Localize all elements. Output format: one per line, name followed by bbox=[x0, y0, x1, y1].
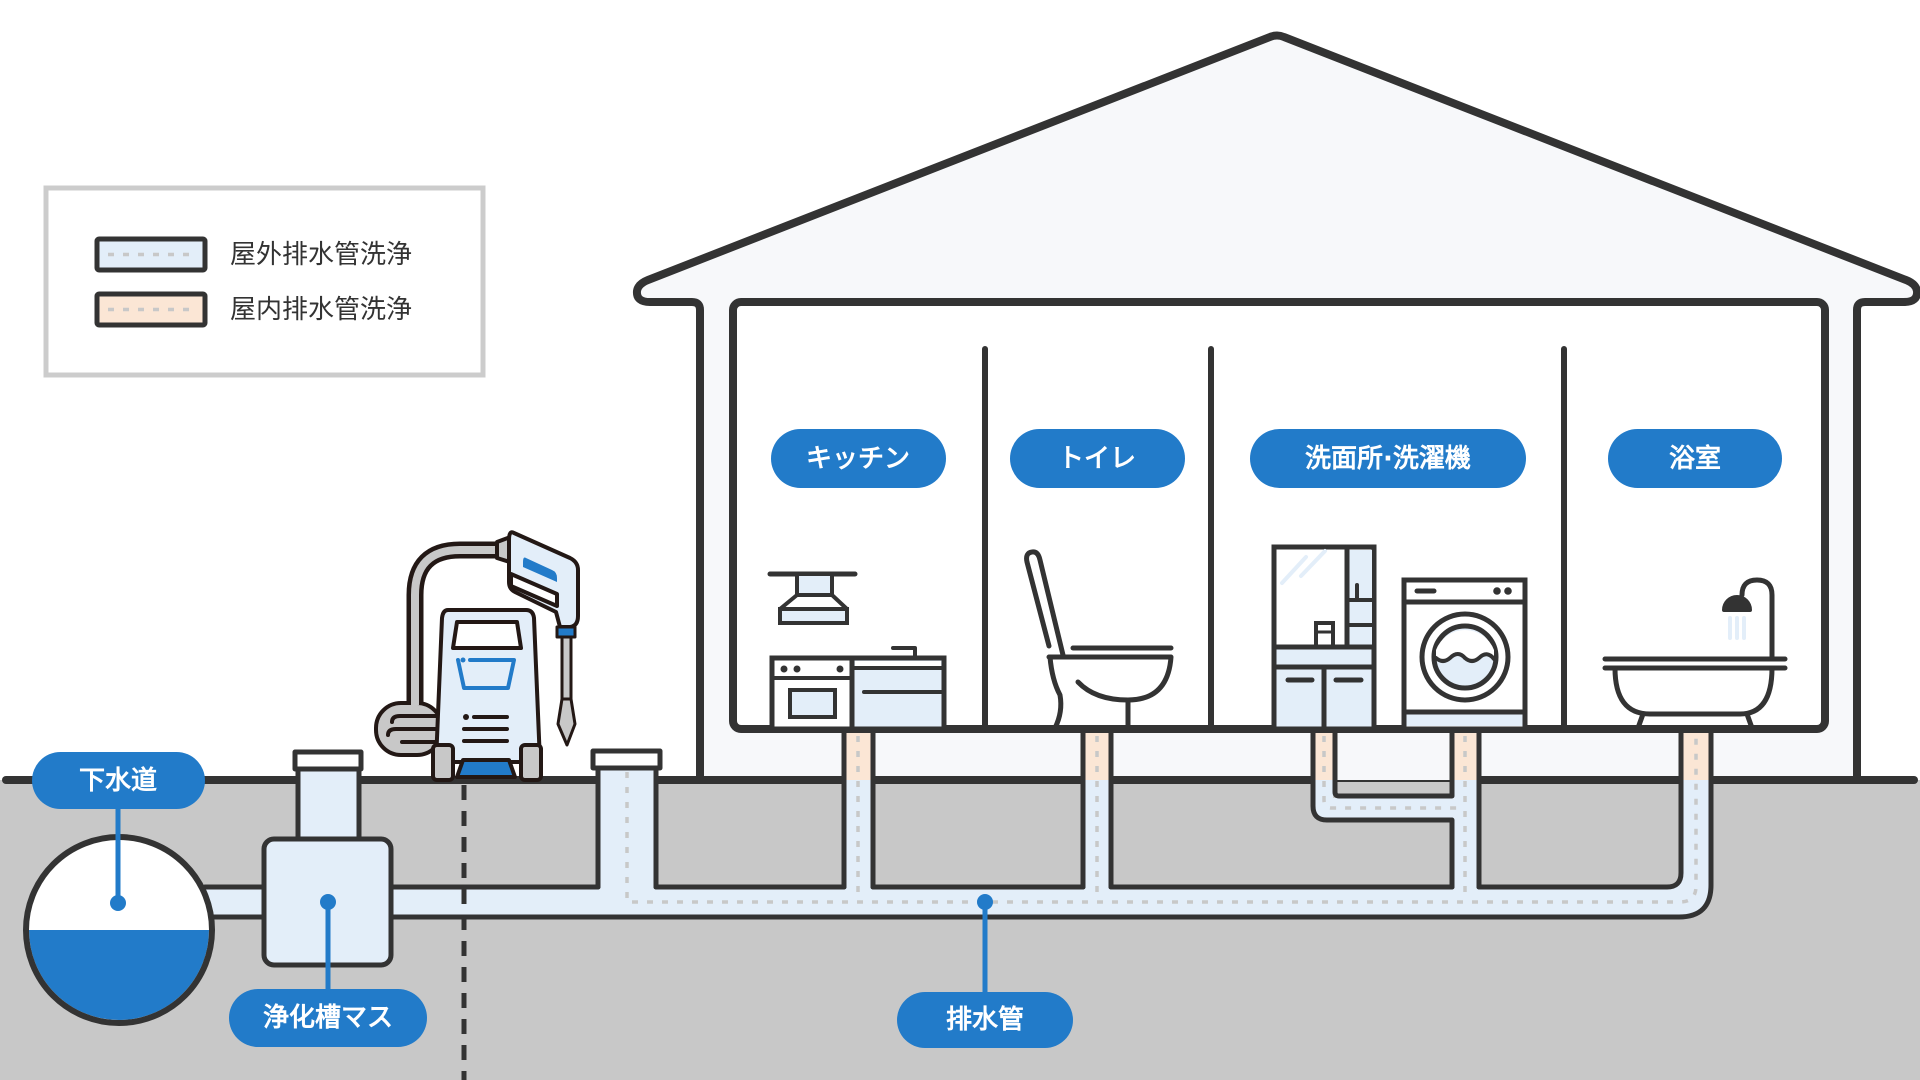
toilet-icon bbox=[1024, 549, 1174, 731]
shower-pipe bbox=[1739, 577, 1775, 662]
washer-water-wave bbox=[1434, 652, 1496, 663]
hose-coil bbox=[374, 701, 444, 757]
shower-head bbox=[1722, 595, 1752, 612]
cup bbox=[1314, 621, 1335, 649]
range-hood-chimney bbox=[795, 572, 834, 597]
nozzle bbox=[556, 697, 577, 747]
callout-dot bbox=[977, 894, 993, 910]
washing-machine-icon bbox=[1401, 577, 1528, 732]
room-label-text: トイレ bbox=[1058, 444, 1136, 474]
stove-knob bbox=[793, 665, 801, 673]
callout-dot bbox=[320, 894, 336, 910]
callout-label-drain: 排水管 bbox=[946, 1005, 1024, 1035]
room-label-text: 洗面所·洗濯機 bbox=[1305, 444, 1471, 474]
tub-foot bbox=[1744, 711, 1755, 731]
kitchen-icon bbox=[767, 571, 947, 732]
callout-sewer: 下水道 bbox=[32, 752, 205, 911]
pipe-main bbox=[391, 733, 1709, 915]
callout-drain-pipe: 排水管 bbox=[897, 894, 1073, 1048]
house-gap bbox=[1335, 733, 1452, 780]
pipe-outlines bbox=[202, 730, 1714, 920]
washer-wheel bbox=[519, 743, 543, 782]
pipe-centerline-sink bbox=[1322, 736, 1465, 810]
callout-dot bbox=[110, 895, 126, 911]
bathtub-icon bbox=[1602, 577, 1788, 731]
range-hood-bottom bbox=[778, 607, 849, 625]
septic-riser bbox=[300, 769, 357, 841]
vanity-counter bbox=[1271, 644, 1377, 670]
room-pill bbox=[1608, 429, 1782, 488]
room-label-toilet: トイレ bbox=[1010, 429, 1185, 488]
legend-box bbox=[43, 185, 486, 378]
tub-body bbox=[1612, 665, 1775, 717]
callout-septic: 浄化槽マス bbox=[229, 894, 427, 1047]
room-label-kitchen: キッチン bbox=[771, 429, 946, 488]
pipe-washroom bbox=[1315, 733, 1477, 891]
pipe-network bbox=[202, 730, 1714, 920]
house bbox=[632, 31, 1920, 782]
lance bbox=[560, 635, 573, 701]
washer-base bbox=[1406, 712, 1523, 726]
room-pill bbox=[1010, 429, 1185, 488]
vanity-icon bbox=[1271, 544, 1377, 732]
stove-knob bbox=[780, 665, 788, 673]
callout-pill bbox=[229, 989, 427, 1047]
faucet bbox=[891, 646, 917, 660]
pipe-sewer-septic bbox=[205, 889, 267, 915]
washer-vent-dot bbox=[463, 714, 469, 720]
room-label-text: キッチン bbox=[806, 444, 910, 474]
legend-item-outdoor: 屋外排水管洗浄 bbox=[94, 236, 412, 273]
hose bbox=[411, 546, 500, 705]
stove-knob bbox=[836, 665, 844, 673]
room-label-bathroom: 浴室 bbox=[1608, 429, 1782, 488]
septic-cap bbox=[292, 749, 364, 772]
room-label-text: 浴室 bbox=[1669, 443, 1721, 474]
ground-gap bbox=[1335, 782, 1452, 796]
mirror-reflection bbox=[1280, 555, 1308, 585]
legend: 屋外排水管洗浄 屋内排水管洗浄 bbox=[43, 185, 486, 378]
spray-gun-stripe bbox=[509, 572, 559, 608]
washer-base bbox=[455, 758, 517, 779]
room-label-washroom: 洗面所·洗濯機 bbox=[1250, 429, 1526, 488]
spray-gun-trigger-pad bbox=[523, 557, 557, 582]
pressure-washer-icon bbox=[374, 530, 580, 782]
toilet-lid bbox=[1024, 549, 1066, 658]
sink-counter bbox=[855, 661, 941, 668]
legend-swatch-outdoor bbox=[94, 236, 208, 273]
oven-window bbox=[788, 688, 837, 719]
legend-item-indoor: 屋内排水管洗浄 bbox=[94, 291, 412, 328]
legend-swatch-indoor bbox=[94, 291, 208, 328]
washer-button bbox=[1493, 587, 1501, 595]
callout-label-septic: 浄化槽マス bbox=[263, 1003, 393, 1033]
room-pill bbox=[1250, 429, 1526, 488]
washer-drum-air bbox=[1436, 629, 1494, 661]
tub-foot bbox=[1635, 711, 1646, 731]
cleanout-cap bbox=[590, 748, 663, 771]
washer-handle-window bbox=[451, 620, 523, 650]
washer-tank-outline bbox=[456, 658, 516, 690]
washer-wheel bbox=[431, 743, 455, 782]
room-pill bbox=[771, 429, 946, 488]
callout-label-sewer: 下水道 bbox=[79, 765, 157, 796]
toilet-base bbox=[1047, 654, 1064, 731]
legend-label-indoor: 屋内排水管洗浄 bbox=[230, 295, 412, 325]
washer-tank-dot bbox=[460, 657, 466, 663]
callout-pill bbox=[897, 992, 1073, 1048]
callout-pill bbox=[32, 752, 205, 809]
legend-label-outdoor: 屋外排水管洗浄 bbox=[230, 240, 412, 270]
mirror-reflection bbox=[1299, 549, 1327, 578]
washer-button bbox=[1504, 587, 1512, 595]
